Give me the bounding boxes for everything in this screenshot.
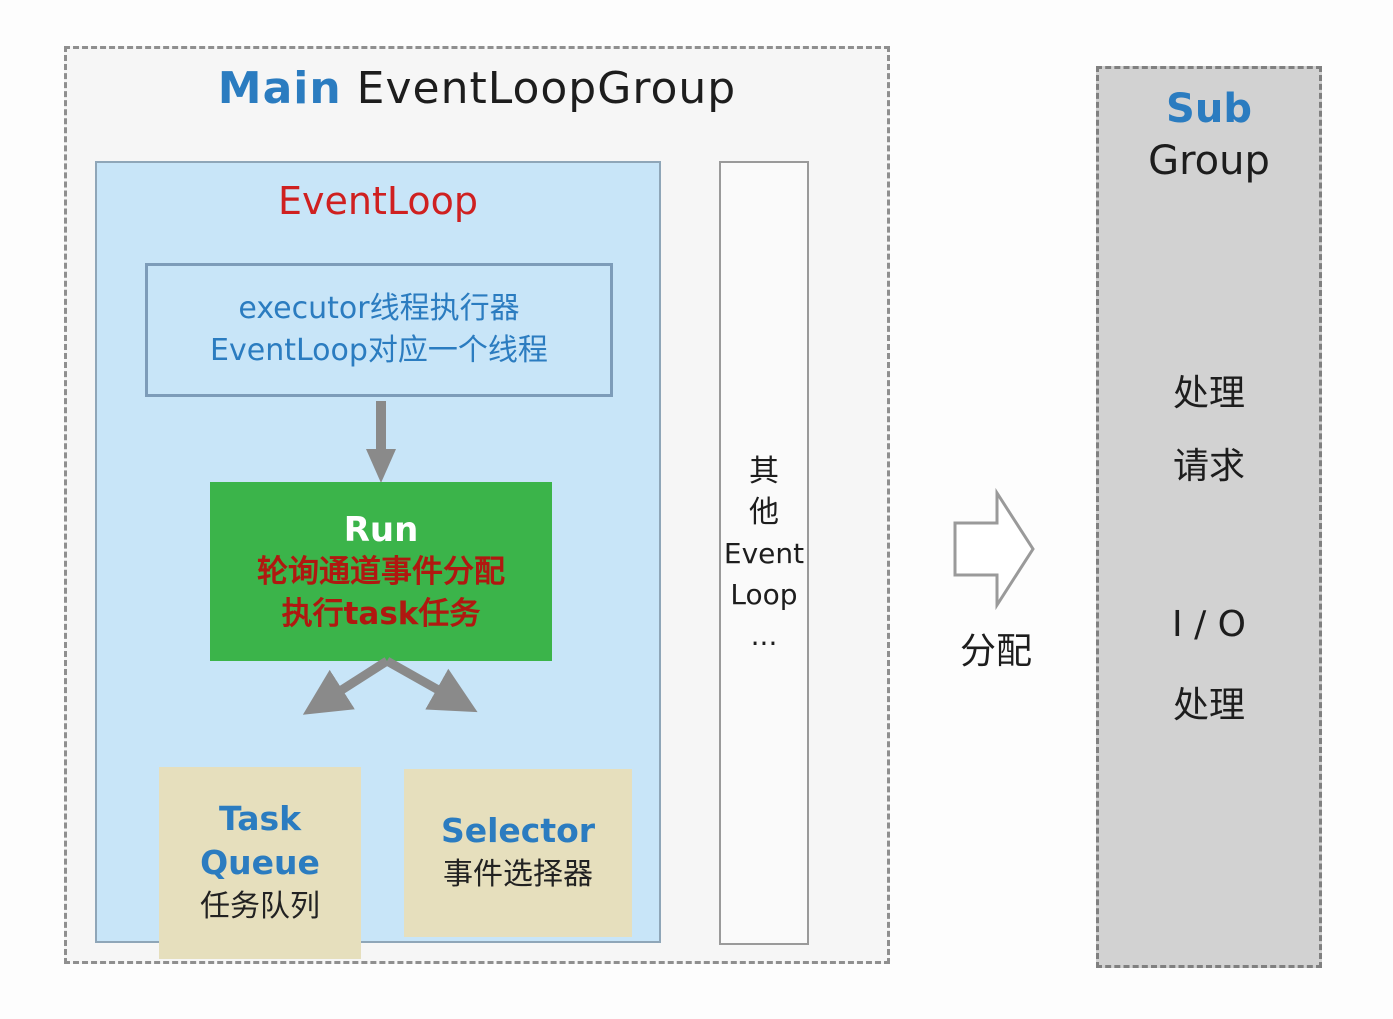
dispatch-label: 分配	[959, 631, 1032, 672]
main-group-title-rest: EventLoopGroup	[341, 63, 737, 114]
sub-group-title-highlight: Sub	[1166, 86, 1252, 132]
run-title: Run	[343, 509, 419, 550]
run-line1: 轮询通道事件分配	[257, 553, 505, 590]
other-loop-line-4: Loop	[730, 577, 798, 611]
selector-box: Selector 事件选择器	[404, 769, 632, 937]
task-queue-subtitle: 任务队列	[200, 889, 320, 924]
main-group-title: Main EventLoopGroup	[67, 63, 887, 114]
dispatch-arrow-right-icon	[953, 487, 1035, 611]
arrow-split-icon	[302, 657, 478, 715]
other-loop-line-3: Event	[723, 536, 805, 570]
sub-group-title-rest: Group	[1148, 138, 1270, 184]
main-group-title-highlight: Main	[217, 63, 342, 114]
task-queue-title-line1: Task	[218, 799, 302, 838]
run-line2: 执行task任务	[281, 595, 481, 632]
executor-box: executor线程执行器 EventLoop对应一个线程	[145, 263, 613, 397]
main-eventloopgroup-box: Main EventLoopGroup EventLoop executor线程…	[64, 46, 890, 964]
eventloop-title: EventLoop	[278, 179, 478, 223]
arrow-down-icon	[366, 401, 396, 483]
other-loop-line-1: 其	[749, 453, 779, 489]
task-queue-box: Task Queue 任务队列	[159, 767, 361, 959]
eventloop-box: EventLoop executor线程执行器 EventLoop对应一个线程 …	[95, 161, 661, 959]
other-eventloop-box: 其 他 Event Loop ...	[719, 161, 809, 945]
sub-group-box: Sub Group 处理 请求 I / O 处理	[1096, 66, 1322, 968]
selector-title: Selector	[440, 811, 596, 850]
sub-group-title: Sub Group	[1099, 83, 1319, 187]
sub-group-item: 请求	[1172, 446, 1245, 487]
other-loop-line-2: 他	[749, 494, 779, 530]
sub-group-item: 处理	[1172, 685, 1245, 726]
run-box: Run 轮询通道事件分配 执行task任务	[210, 482, 552, 661]
selector-subtitle: 事件选择器	[443, 857, 593, 892]
task-queue-title-line2: Queue	[200, 843, 320, 882]
executor-line1: executor线程执行器	[238, 291, 520, 326]
sub-group-item: I / O	[1172, 604, 1246, 645]
sub-group-item: 处理	[1172, 373, 1245, 414]
other-loop-line-5: ...	[750, 618, 778, 652]
executor-line2: EventLoop对应一个线程	[210, 333, 548, 368]
